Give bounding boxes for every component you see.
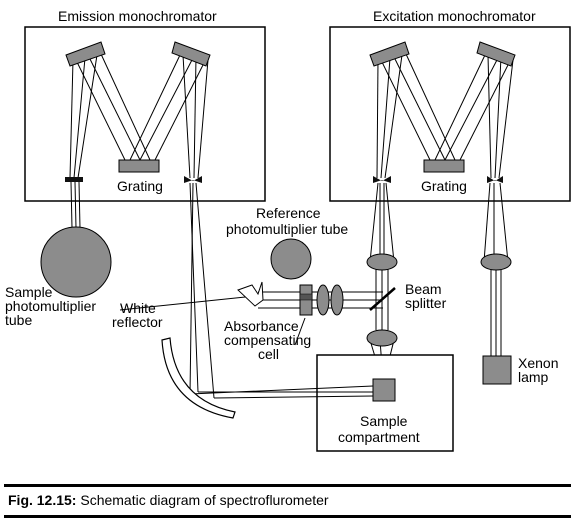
excitation-lens-upper bbox=[366, 253, 398, 271]
spectrofluorometer-diagram: Emission monochromator Grating Sample ph… bbox=[5, 8, 571, 452]
reference-pmt-label: Reference photomultiplier tube bbox=[226, 205, 348, 237]
excitation-mirror-left bbox=[369, 41, 410, 67]
emission-grating bbox=[118, 159, 160, 173]
excitation-monochromator-box bbox=[329, 26, 571, 202]
excitation-mirror-right bbox=[476, 41, 516, 67]
excitation-entrance-slit bbox=[487, 176, 503, 183]
caption-rule-top bbox=[4, 484, 571, 487]
reference-photomultiplier-tube bbox=[270, 238, 312, 280]
sample-cell bbox=[372, 378, 396, 402]
emission-exit-slit bbox=[65, 177, 83, 182]
emission-monochromator-label: Emission monochromator bbox=[58, 8, 217, 24]
absorbance-leader-line bbox=[294, 317, 306, 346]
absorbance-cell-window bbox=[299, 293, 313, 301]
emission-return-rays bbox=[189, 182, 374, 399]
excitation-exit-slit bbox=[373, 176, 391, 183]
concave-emission-mirror bbox=[161, 337, 236, 419]
xenon-lamp bbox=[482, 355, 512, 385]
sample-compartment-label: Sample compartment bbox=[338, 413, 420, 445]
reference-lens-1 bbox=[316, 284, 330, 316]
xenon-lens bbox=[480, 253, 512, 271]
emission-mirror-right bbox=[171, 41, 211, 67]
excitation-grating bbox=[423, 159, 465, 173]
reference-lens-2 bbox=[330, 284, 344, 316]
xenon-lamp-label: Xenon lamp bbox=[518, 355, 562, 385]
excitation-path-rays bbox=[369, 182, 395, 381]
emission-entrance-slit bbox=[184, 176, 202, 183]
sample-photomultiplier-tube bbox=[40, 226, 112, 298]
beam-splitter-label: Beam splitter bbox=[405, 281, 447, 311]
excitation-monochromator-label: Excitation monochromator bbox=[373, 8, 536, 24]
emission-beam-rays bbox=[69, 53, 209, 179]
caption-rule-bottom bbox=[4, 515, 571, 518]
excitation-lens-lower bbox=[366, 329, 398, 347]
beam-splitter bbox=[369, 287, 396, 311]
emission-monochromator-box bbox=[24, 26, 266, 202]
figure-caption: Fig. 12.15: Schematic diagram of spectro… bbox=[8, 492, 329, 508]
white-reflector bbox=[237, 281, 264, 307]
absorbance-cell-label: Absorbance compensating cell bbox=[224, 318, 315, 362]
sample-pmt-label: Sample photomultiplier tube bbox=[5, 284, 100, 328]
emission-mirror-left bbox=[65, 41, 106, 67]
white-reflector-label: White reflector bbox=[112, 300, 163, 330]
xenon-path-rays bbox=[483, 182, 509, 356]
grating-label-right: Grating bbox=[421, 178, 467, 194]
grating-label-left: Grating bbox=[117, 178, 163, 194]
excitation-beam-rays bbox=[376, 53, 514, 179]
figure-number: Fig. 12.15: bbox=[8, 492, 77, 508]
sample-pmt-rays bbox=[70, 181, 81, 229]
figure-caption-text: Schematic diagram of spectroflurometer bbox=[80, 492, 329, 508]
sample-compartment bbox=[316, 354, 454, 452]
